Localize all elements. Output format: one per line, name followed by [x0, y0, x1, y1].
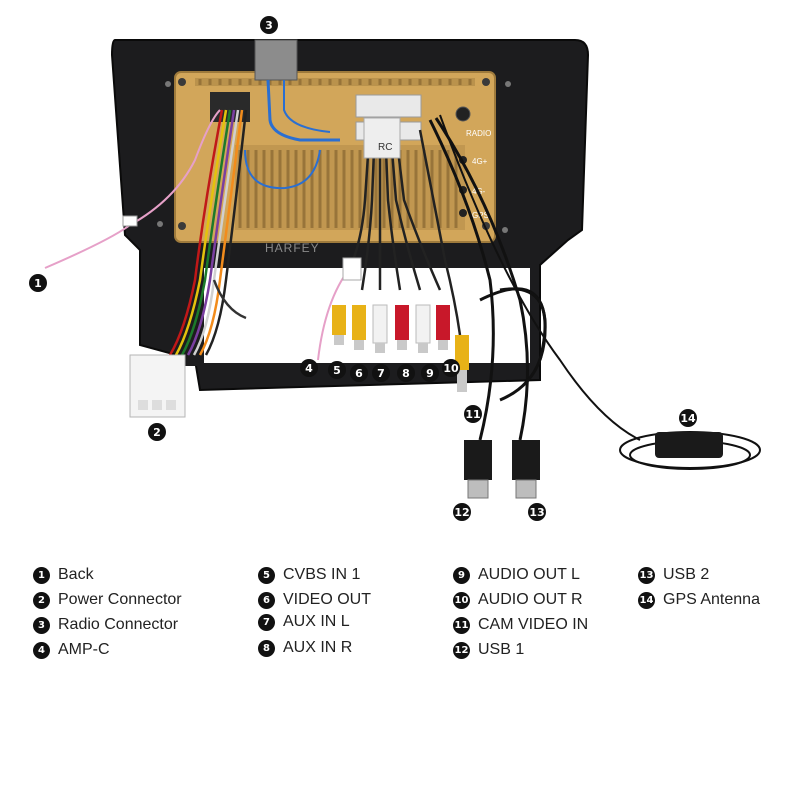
legend-label: CAM VIDEO IN — [478, 616, 589, 633]
svg-text:4G+: 4G+ — [472, 157, 488, 166]
legend-badge: 11 — [453, 616, 470, 634]
legend-label: AUDIO OUT R — [478, 591, 583, 608]
legend-item-11: 11 CAM VIDEO IN — [453, 616, 588, 634]
legend-label: AMP-C — [58, 641, 110, 658]
svg-text:8: 8 — [402, 367, 410, 380]
legend-item-1: 1 Back — [33, 566, 94, 584]
legend-badge: 1 — [33, 566, 50, 584]
legend-label: VIDEO OUT — [283, 591, 372, 608]
legend-badge: 6 — [258, 591, 275, 609]
rca-plug-7 — [372, 304, 388, 353]
legend-item-9: 9 AUDIO OUT L — [453, 566, 580, 584]
legend-label: AUX IN L — [283, 613, 350, 630]
svg-text:2: 2 — [153, 426, 161, 439]
gps-antenna-module — [655, 432, 723, 458]
legend-item-10: 10 AUDIO OUT R — [453, 591, 583, 609]
svg-text:6: 6 — [355, 367, 363, 380]
rca-plug-9 — [415, 304, 431, 353]
legend-label: AUDIO OUT L — [478, 566, 580, 583]
svg-text:10: 10 — [443, 362, 459, 375]
legend-badge: 7 — [258, 613, 275, 631]
bundle-tag-label: RC — [378, 142, 392, 153]
legend-badge: 10 — [453, 591, 470, 609]
legend-label: CVBS IN 1 — [283, 566, 361, 583]
usb-2-plug — [512, 440, 540, 480]
callout-3: 3 — [260, 16, 278, 34]
callout-1: 1 — [29, 274, 47, 292]
svg-text:1: 1 — [34, 277, 42, 290]
mount-screws — [157, 78, 511, 233]
svg-text:11: 11 — [465, 408, 480, 421]
callout-6: 6 — [350, 364, 368, 382]
rca-plug-8 — [395, 305, 409, 350]
legend-item-12: 12 USB 1 — [453, 641, 524, 659]
power-harness-wires — [168, 109, 248, 356]
callout-14: 14 — [679, 409, 697, 427]
svg-text:12: 12 — [454, 506, 469, 519]
callout-12: 12 — [453, 503, 471, 521]
rca-plug-5 — [332, 305, 346, 345]
radio-antenna-port — [455, 106, 471, 122]
svg-text:5: 5 — [333, 364, 341, 377]
legend-label: Power Connector — [58, 591, 182, 608]
legend-badge: 12 — [453, 641, 470, 659]
vent-slots — [198, 79, 472, 228]
svg-text:RADIO: RADIO — [466, 129, 491, 138]
legend-badge: 2 — [33, 591, 50, 609]
callout-4: 4 — [300, 359, 318, 377]
legend-item-8: 8 AUX IN R — [258, 639, 352, 657]
rca-bundle-wires — [348, 124, 442, 291]
legend-item-6: 6 VIDEO OUT — [258, 591, 371, 609]
legend-badge: 5 — [258, 566, 275, 584]
callout-2: 2 — [148, 423, 166, 441]
multi-pin-socket — [355, 94, 422, 118]
svg-text:3: 3 — [265, 19, 273, 32]
callout-7: 7 — [372, 364, 390, 382]
brand-logo: HARFEY — [265, 241, 320, 255]
back-wire — [44, 109, 221, 269]
wiring-diagram: HARFEY RADIO 4G+ 4G- GPS — [29, 16, 761, 521]
svg-text:13: 13 — [529, 506, 544, 519]
callout-11: 11 — [464, 405, 482, 423]
svg-text:9: 9 — [426, 367, 434, 380]
legend-item-4: 4 AMP-C — [33, 641, 110, 659]
legend-item-2: 2 Power Connector — [33, 591, 182, 609]
cam-video-in-plug — [455, 335, 469, 370]
radio-connector — [254, 39, 298, 81]
legend-label: GPS Antenna — [663, 591, 760, 608]
legend-badge: 4 — [33, 641, 50, 659]
legend-badge: 8 — [258, 639, 275, 657]
legend-label: Back — [58, 566, 94, 583]
legend-label: Radio Connector — [58, 616, 179, 633]
callout-13: 13 — [528, 503, 546, 521]
legend-badge: 9 — [453, 566, 470, 584]
legend-item-13: 13 USB 2 — [638, 566, 709, 584]
rca-plug-10 — [436, 305, 450, 350]
legend-badge: 14 — [638, 591, 655, 609]
callout-10: 10 — [442, 359, 460, 377]
svg-text:7: 7 — [377, 367, 385, 380]
callout-8: 8 — [397, 364, 415, 382]
svg-text:14: 14 — [680, 412, 696, 425]
usb-1-plug — [464, 440, 492, 480]
rca-plug-6 — [352, 305, 366, 350]
legend-badge: 3 — [33, 616, 50, 634]
legend-item-14: 14 GPS Antenna — [638, 591, 760, 609]
callout-5: 5 — [328, 361, 346, 379]
legend-item-3: 3 Radio Connector — [33, 616, 178, 634]
legend-item-5: 5 CVBS IN 1 — [258, 566, 360, 584]
legend-label: USB 2 — [663, 566, 710, 583]
legend-label: AUX IN R — [283, 639, 353, 656]
gps-antenna-cable — [439, 114, 641, 441]
legend-badge: 13 — [638, 566, 655, 584]
svg-text:4: 4 — [305, 362, 313, 375]
legend-label: USB 1 — [478, 641, 525, 658]
callout-9: 9 — [421, 364, 439, 382]
legend-item-7: 7 AUX IN L — [258, 613, 350, 631]
